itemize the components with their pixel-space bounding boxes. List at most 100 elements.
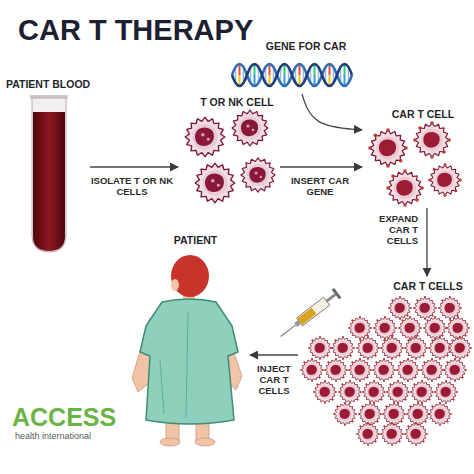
- car-t-cell: [372, 358, 396, 382]
- blood-tube: [30, 95, 68, 252]
- base-pair: [299, 75, 301, 86]
- patient-hair: [171, 255, 209, 297]
- base-pair: [284, 64, 286, 75]
- syringe-needle: [281, 325, 296, 337]
- base-pair: [314, 75, 316, 86]
- blood-fluid: [33, 112, 65, 251]
- car-t-cell: [410, 380, 434, 404]
- base-pair: [239, 64, 241, 75]
- process-arrow: [90, 166, 178, 167]
- car-t-cell: [406, 402, 430, 426]
- car-t-cell: [308, 336, 332, 360]
- logo-tagline: health international: [15, 431, 91, 441]
- car-t-cell: [428, 163, 462, 197]
- edge-label: INJECT CAR T CELLS: [249, 364, 299, 397]
- car-t-cell: CAR T CELL: [362, 106, 464, 208]
- car-t-cell: [300, 358, 324, 382]
- diagram-title: CAR T THERAPY: [18, 14, 253, 47]
- car-t-cell: [368, 128, 408, 168]
- car-t-cell-cluster: [368, 121, 462, 207]
- blood-sample: PATIENT BLOOD: [6, 76, 90, 254]
- immune-cell: [195, 163, 235, 203]
- process-arrow: [302, 94, 362, 130]
- car-t-cell: [380, 336, 404, 360]
- car-t-cell: [413, 296, 437, 320]
- immune-cell: [232, 110, 268, 146]
- car-t-cell: [443, 358, 467, 382]
- car-t-cell: [420, 358, 444, 382]
- immune-cell: [241, 158, 275, 192]
- syringe-barrel: [297, 297, 330, 326]
- base-pair: [269, 64, 271, 75]
- patient-gown: [140, 299, 238, 424]
- process-arrow: [280, 166, 362, 167]
- expanded-cell-cluster: [300, 296, 472, 446]
- immune-cells: T OR NK CELL: [178, 94, 280, 210]
- car-t-cell: [338, 380, 362, 404]
- car-t-cell: [413, 121, 451, 159]
- node-heading: PATIENT BLOOD: [6, 78, 90, 90]
- car-t-cell: [356, 336, 380, 360]
- gown-fold: [186, 312, 188, 418]
- base-pair: [344, 64, 346, 75]
- dna-strand: [232, 64, 352, 86]
- car-t-cell: [324, 358, 348, 382]
- car-t-cell: [358, 402, 382, 426]
- car-t-cell: [373, 316, 397, 340]
- process-arrow: [426, 208, 427, 276]
- car-t-cell: [434, 380, 458, 404]
- base-pair: [254, 75, 256, 86]
- car-t-cell: [448, 336, 472, 360]
- dna-helix: [232, 64, 352, 86]
- base-pair: [284, 75, 286, 86]
- immune-cell-cluster: [185, 110, 275, 203]
- dna-strand: [232, 64, 352, 86]
- patient: PATIENT: [125, 232, 250, 447]
- car-t-cell: [398, 316, 422, 340]
- car-t-cell: [362, 380, 386, 404]
- car-t-cell: [382, 402, 406, 426]
- car-t-cell: [380, 422, 404, 446]
- car-t-cell: [423, 316, 447, 340]
- syringe: [277, 288, 341, 341]
- car-t-cells: CAR T CELLS: [298, 276, 468, 442]
- node-heading: GENE FOR CAR: [258, 40, 354, 52]
- base-pair: [329, 64, 331, 75]
- node-heading: T OR NK CELL: [186, 96, 288, 108]
- base-pair: [329, 75, 331, 86]
- base-pair: [254, 64, 256, 75]
- base-pair: [299, 64, 301, 75]
- immune-cell: [185, 117, 225, 157]
- car-t-cell: [446, 316, 470, 340]
- car-t-cell: [386, 169, 424, 207]
- patient-foot: [195, 438, 215, 446]
- patient-ear: [171, 279, 179, 291]
- node-heading: PATIENT: [133, 234, 258, 246]
- process-arrow: [250, 354, 298, 355]
- car-t-cell: [428, 402, 452, 426]
- car-t-cell: [348, 358, 372, 382]
- gown-fold: [160, 360, 164, 414]
- node-heading: CAR T CELL: [382, 108, 464, 120]
- base-pair: [269, 75, 271, 86]
- edge-label: EXPAND CAR T CELLS: [364, 214, 418, 247]
- tube-glass: [32, 98, 66, 252]
- car-t-cell: [331, 336, 355, 360]
- patient-foot: [160, 438, 180, 446]
- car-gene: GENE FOR CAR: [228, 40, 354, 94]
- car-t-cell: [313, 380, 337, 404]
- base-pair: [344, 75, 346, 86]
- edge-label: ISOLATE T OR NK CELLS: [86, 176, 178, 198]
- logo-wordmark: ACCESS: [12, 403, 116, 432]
- car-t-cell: [404, 336, 428, 360]
- edge-label: INSERT CAR GENE: [290, 176, 350, 198]
- car-t-cell: [396, 358, 420, 382]
- car-t-cell: [386, 380, 410, 404]
- car-t-cell: [356, 422, 380, 446]
- node-heading: CAR T CELLS: [388, 280, 468, 292]
- car-t-cell: [333, 402, 357, 426]
- base-pair: [314, 64, 316, 75]
- patient-figure: [132, 255, 242, 446]
- car-t-cell: [388, 296, 412, 320]
